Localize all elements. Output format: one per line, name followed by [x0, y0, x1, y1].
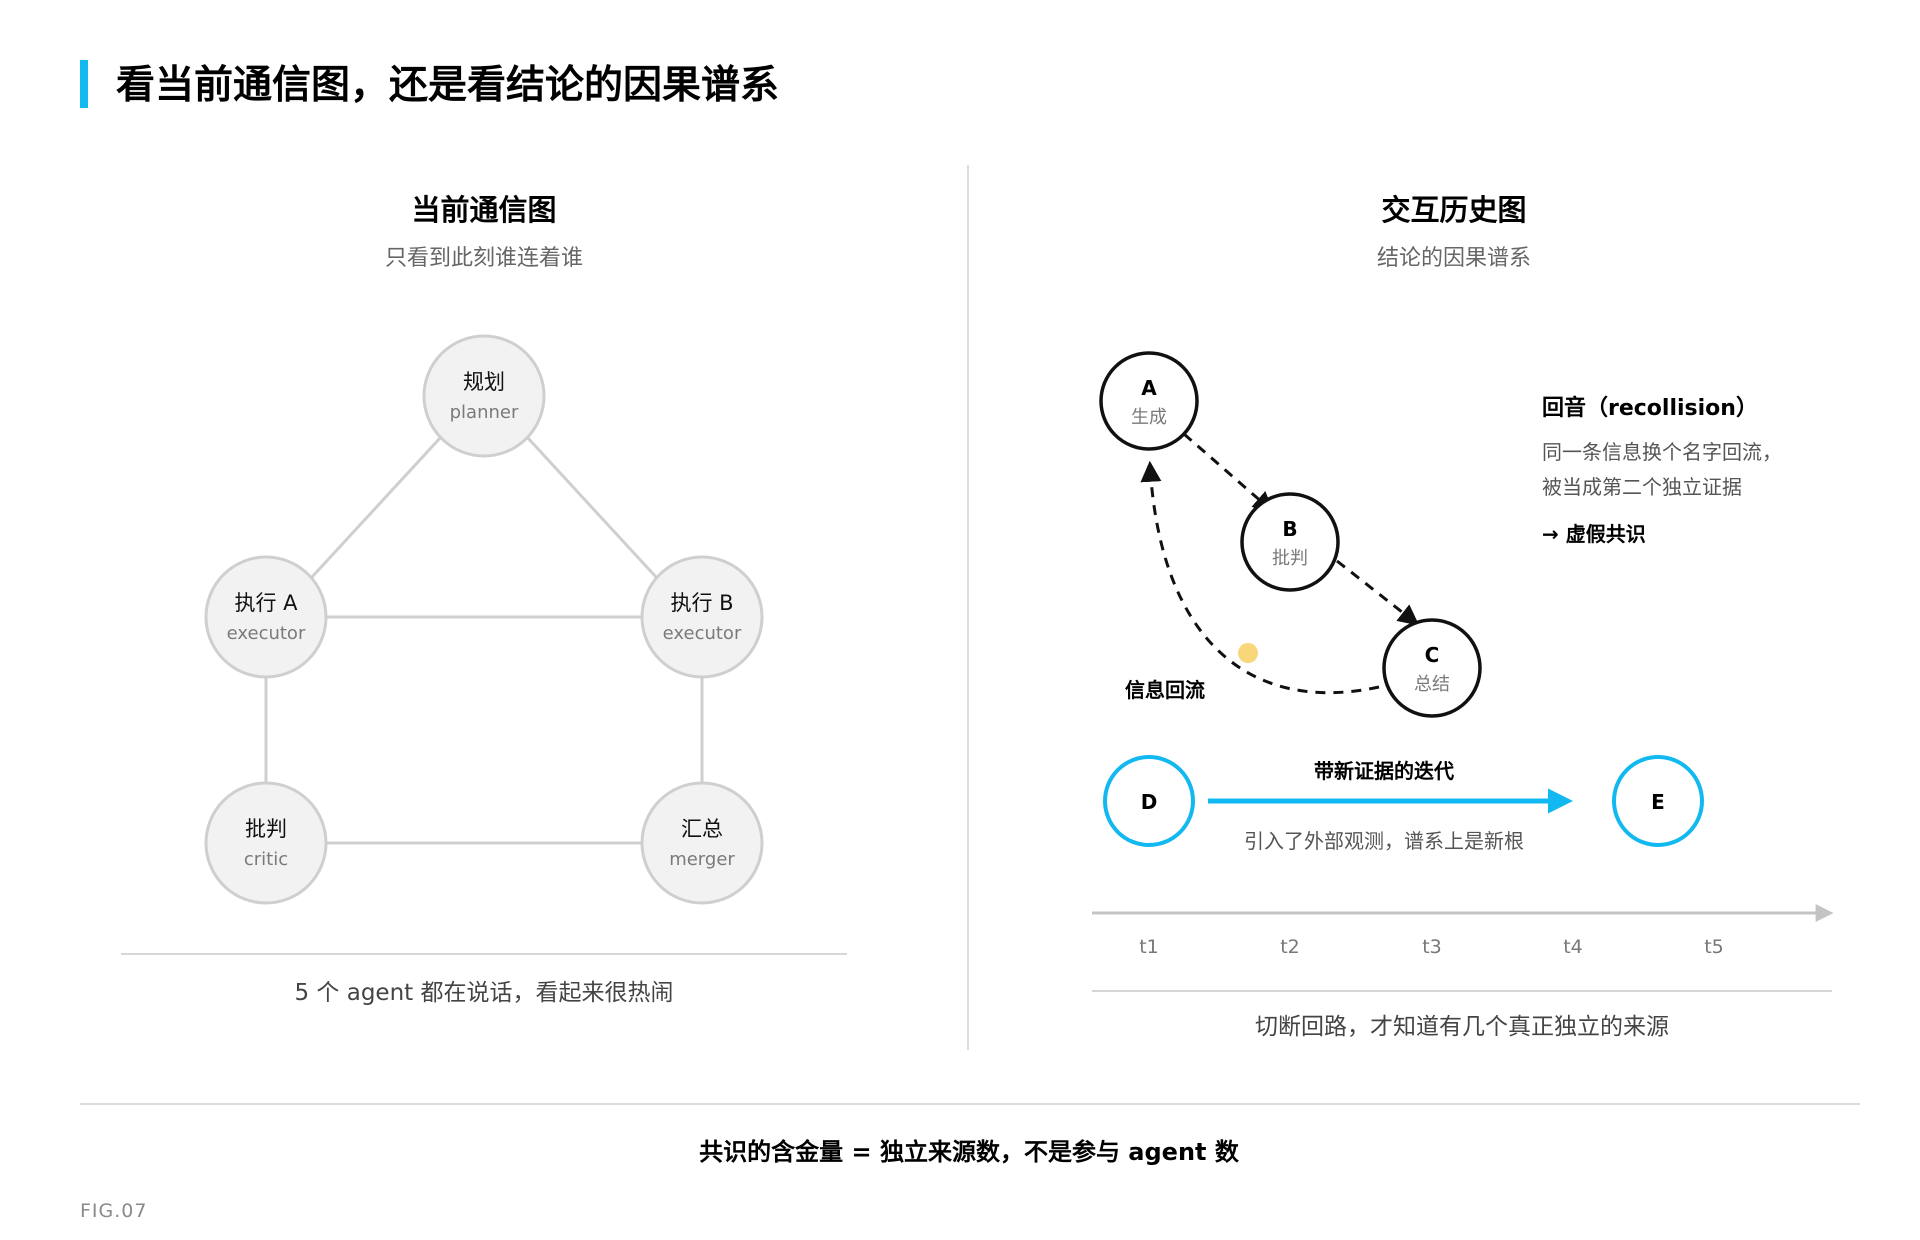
node-d-id: D — [1141, 790, 1158, 814]
left-panel-subtitle: 只看到此刻谁连着谁 — [385, 246, 583, 271]
node-a: A 生成 — [1099, 351, 1199, 451]
node-e: E — [1612, 755, 1704, 847]
node-planner-circle — [422, 334, 546, 458]
node-c-zh: 总结 — [1414, 674, 1450, 695]
bottom-statement: 共识的含金量 = 独立来源数，不是参与 agent 数 — [699, 1138, 1240, 1166]
node-critic-en: critic — [244, 849, 288, 870]
node-executor-b: 执行 B executor — [640, 555, 764, 679]
timeline-tick: t3 — [1422, 936, 1442, 958]
node-critic: 批判 critic — [204, 781, 328, 905]
node-executor-b-zh: 执行 B — [670, 591, 733, 615]
left-caption: 5 个 agent 都在说话，看起来很热闹 — [294, 980, 673, 1006]
edge-planner-executor-b — [525, 435, 658, 579]
node-executor-a-en: executor — [227, 623, 306, 644]
timeline-tick: t1 — [1139, 936, 1159, 958]
iteration-note: 引入了外部观测，谱系上是新根 — [1244, 829, 1524, 853]
left-edges — [264, 435, 704, 845]
node-planner-zh: 规划 — [463, 370, 505, 394]
right-panel-subtitle: 结论的因果谱系 — [1377, 246, 1531, 271]
node-b-zh: 批判 — [1272, 548, 1308, 569]
node-planner-en: planner — [450, 402, 519, 423]
node-b: B 批判 — [1240, 492, 1340, 592]
edge-a-to-b — [1183, 432, 1275, 513]
echo-marker-dot — [1238, 643, 1258, 663]
title-accent-bar — [80, 60, 88, 108]
timeline-tick: t2 — [1280, 936, 1300, 958]
node-a-id: A — [1141, 376, 1157, 400]
node-executor-b-en: executor — [663, 623, 742, 644]
node-d-circle — [1103, 755, 1195, 847]
fig-label: FIG.07 — [80, 1200, 147, 1222]
edge-c-loop-back-to-a — [1140, 460, 1380, 695]
node-executor-a-zh: 执行 A — [234, 591, 298, 615]
node-critic-circle — [204, 781, 328, 905]
node-executor-a: 执行 A executor — [204, 555, 328, 679]
recollision-line-2: 被当成第二个独立证据 — [1542, 475, 1742, 499]
left-panel-title: 当前通信图 — [411, 193, 556, 227]
page-title: 看当前通信图，还是看结论的因果谱系 — [116, 63, 779, 108]
node-executor-a-circle — [204, 555, 328, 679]
node-c: C 总结 — [1382, 618, 1482, 718]
recollision-line-1: 同一条信息换个名字回流， — [1542, 440, 1782, 464]
node-a-zh: 生成 — [1131, 407, 1167, 428]
node-b-id: B — [1282, 517, 1297, 541]
node-e-id: E — [1651, 790, 1665, 814]
node-d: D — [1103, 755, 1195, 847]
node-merger: 汇总 merger — [640, 781, 764, 905]
node-c-id: C — [1425, 643, 1440, 667]
node-critic-zh: 批判 — [245, 817, 287, 841]
node-merger-en: merger — [669, 849, 735, 870]
loop-label: 信息回流 — [1125, 678, 1205, 702]
node-b-circle — [1240, 492, 1340, 592]
edge-b-to-c — [1336, 559, 1420, 626]
node-c-circle — [1382, 618, 1482, 718]
right-caption: 切断回路，才知道有几个真正独立的来源 — [1255, 1014, 1669, 1040]
right-panel-title: 交互历史图 — [1381, 193, 1526, 227]
node-a-circle — [1099, 351, 1199, 451]
recollision-title: 回音（recollision） — [1542, 395, 1758, 421]
node-merger-zh: 汇总 — [681, 817, 723, 841]
iteration-label: 带新证据的迭代 — [1314, 759, 1454, 783]
recollision-conclusion: → 虚假共识 — [1542, 522, 1646, 546]
timeline-tick: t5 — [1704, 936, 1724, 958]
edge-planner-executor-a — [310, 435, 443, 579]
node-e-circle — [1612, 755, 1704, 847]
node-planner: 规划 planner — [422, 334, 546, 458]
node-merger-circle — [640, 781, 764, 905]
timeline-tick: t4 — [1563, 936, 1583, 958]
node-executor-b-circle — [640, 555, 764, 679]
